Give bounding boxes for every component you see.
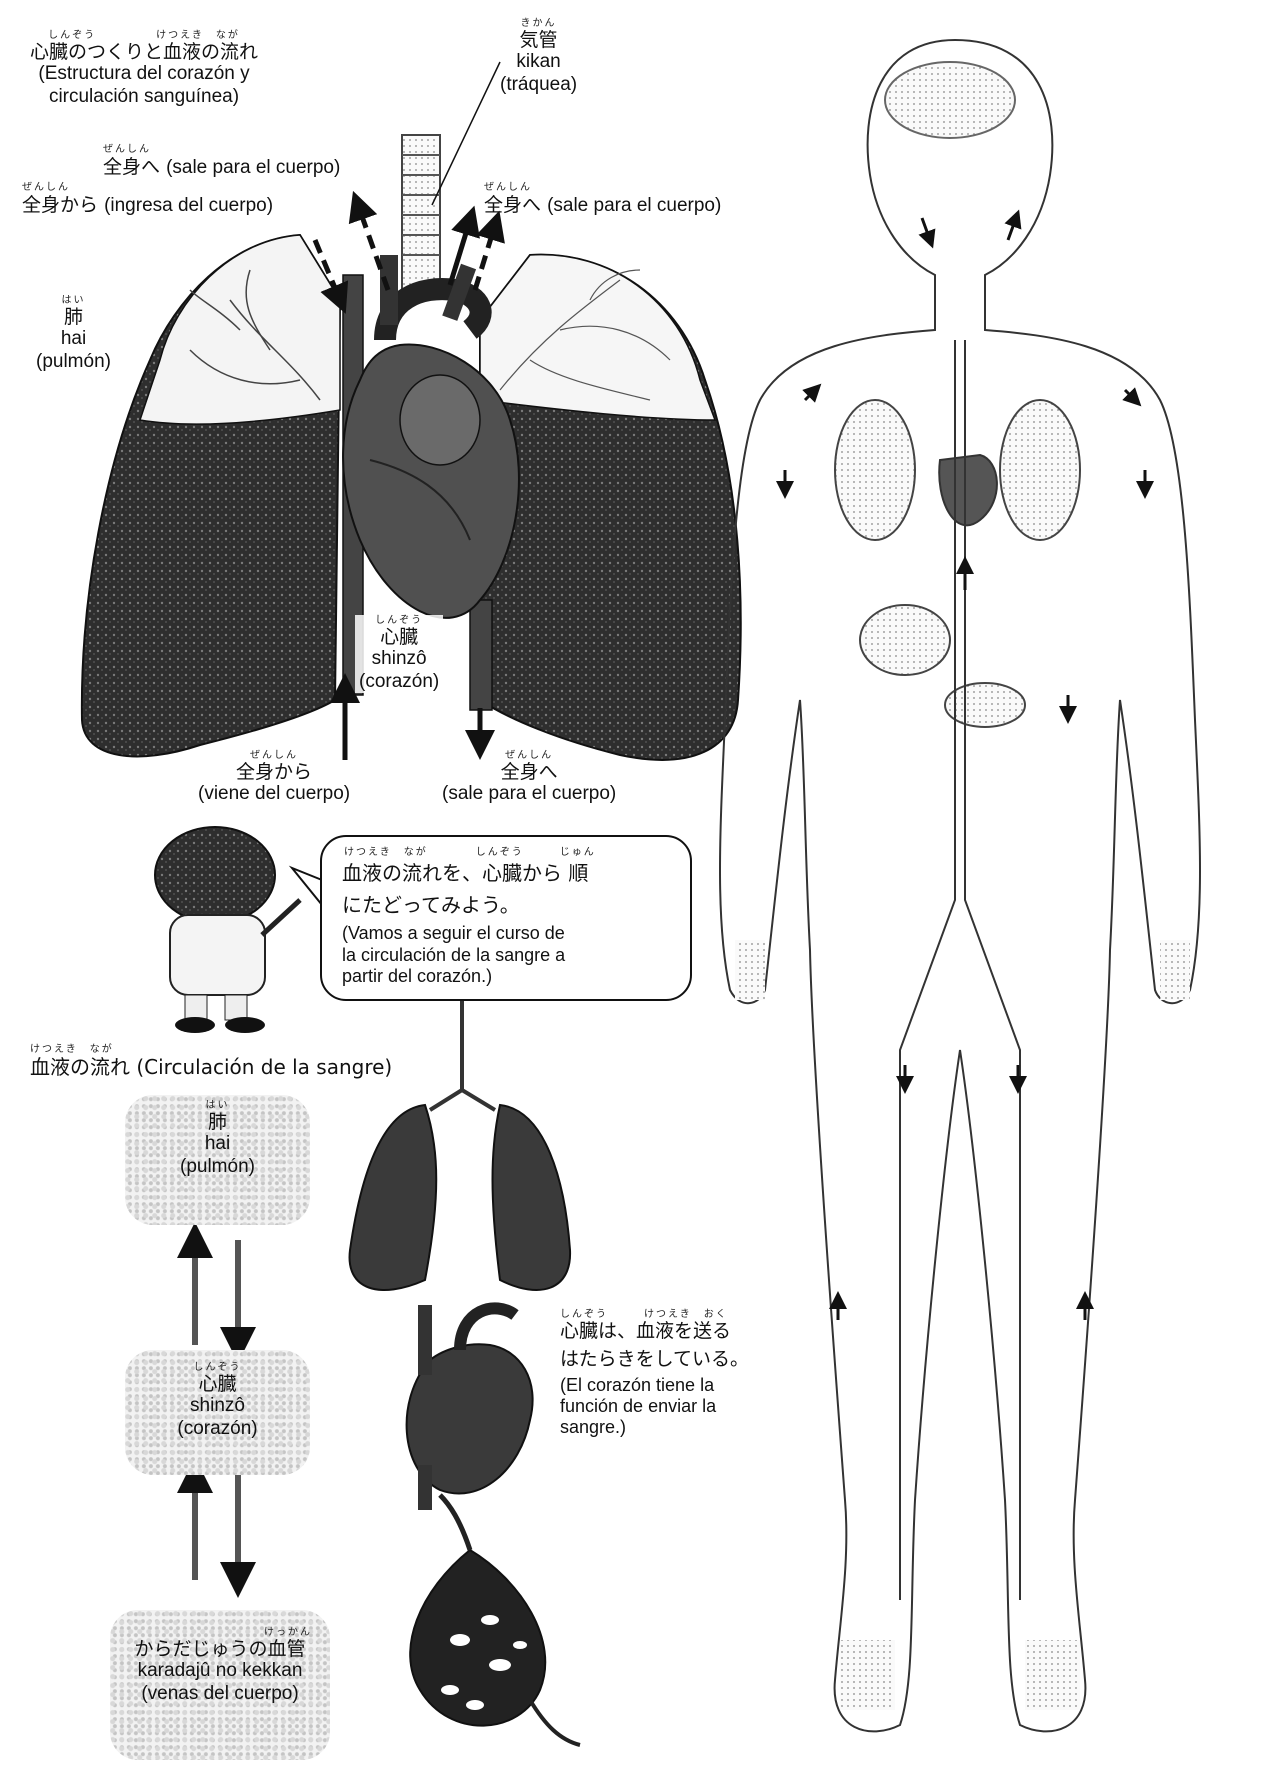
heart-es: (corazón) [359, 671, 439, 693]
body-out-bottom-jp: 全身へ [442, 761, 616, 783]
speech-bubble: けつえき なが しんぞう じゅん 血液の流れを、心臓から 順 にたどってみよう。… [320, 835, 692, 1001]
body-in-top-ruby: ぜんしん [22, 178, 70, 193]
trachea-es: (tráquea) [500, 74, 577, 96]
bubble-es: (Vamos a seguir el curso de la circulaci… [342, 923, 565, 988]
body-in-bottom-jp: 全身から [198, 761, 350, 783]
title-jp: 心臓のつくりと血液の流れ [30, 41, 258, 63]
lung-romaji: hai [36, 328, 111, 350]
flow-box-vessels-romaji: karadajû no kekkan [110, 1660, 330, 1682]
flow-box-lung-jp: 肺 [125, 1111, 310, 1133]
body-out-bottom-es: (sale para el cuerpo) [442, 783, 616, 805]
bubble-tail [292, 868, 322, 905]
flow-box-vessels-jp: からだじゅうの血管 [110, 1638, 330, 1660]
body-out-top-es: (sale para el cuerpo) [166, 157, 340, 178]
body-in-bottom-es: (viene del cuerpo) [198, 783, 350, 805]
lung-label: はい 肺 hai (pulmón) [36, 295, 111, 373]
trachea-jp: 気管 [500, 29, 577, 51]
heart-function-jp1: 心臓は、血液を送る [560, 1320, 749, 1342]
trachea-ruby: きかん [500, 18, 577, 29]
body-out-top-jp: 全身へ [103, 156, 160, 178]
capillary-network [410, 1495, 580, 1745]
heart-function-jp2: はたらきをしている。 [560, 1348, 749, 1370]
heart-function-es2: función de enviar la [560, 1396, 749, 1417]
flow-box-heart-es: (corazón) [125, 1418, 310, 1440]
body-out-bottom-label: ぜんしん 全身へ (sale para el cuerpo) [442, 750, 616, 806]
flow-title: 血液の流れ (Circulación de la sangre) [30, 1056, 392, 1080]
flow-box-lung: はい 肺 hai (pulmón) [125, 1100, 310, 1178]
bubble-es-line1: (Vamos a seguir el curso de [342, 923, 565, 945]
heart-function-text: 心臓は、血液を送る はたらきをしている。 (El corazón tiene l… [560, 1320, 749, 1439]
flow-box-heart-romaji: shinzô [125, 1395, 310, 1417]
body-out-right-label: 全身へ (sale para el cuerpo) [484, 194, 721, 217]
flow-box-lung-es: (pulmón) [125, 1156, 310, 1178]
body-in-top-label: 全身から (ingresa del cuerpo) [22, 194, 273, 217]
title-es-line1: (Estructura del corazón y [30, 63, 258, 85]
body-out-top-label: 全身へ (sale para el cuerpo) [103, 156, 340, 179]
body-out-right-ruby: ぜんしん [484, 178, 532, 193]
body-in-bottom-label: ぜんしん 全身から (viene del cuerpo) [198, 750, 350, 806]
flow-box-vessels-ruby: けっかん [110, 1627, 330, 1638]
flow-box-lung-ruby: はい [125, 1100, 310, 1111]
title-es-line2: circulación sanguínea) [30, 86, 258, 108]
diagram-title: しんぞう けつえき なが 心臓のつくりと血液の流れ (Estructura de… [30, 30, 258, 108]
heart-function-es3: sangre.) [560, 1417, 749, 1438]
bubble-ruby: けつえき なが しんぞう じゅん [344, 843, 596, 858]
flow-title-text: 血液の流れ (Circulación de la sangre) [30, 1056, 392, 1080]
heart-function-es1: (El corazón tiene la [560, 1375, 749, 1396]
heart-function-ruby: しんぞう けつえき おく [560, 1305, 728, 1320]
heart-jp: 心臓 [359, 626, 439, 648]
body-circulation-diagram [720, 40, 1200, 1731]
title-ruby: しんぞう けつえき なが [30, 30, 258, 41]
body-out-top-ruby: ぜんしん [103, 140, 151, 155]
bubble-jp-line2: にたどってみよう。 [342, 889, 520, 918]
body-out-bottom-ruby: ぜんしん [442, 750, 616, 761]
lung-jp: 肺 [36, 306, 111, 328]
trachea-romaji: kikan [500, 51, 577, 73]
body-in-top-jp: 全身から [22, 194, 98, 216]
doctor-character [155, 827, 300, 1033]
trachea-label: きかん 気管 kikan (tráquea) [500, 18, 577, 96]
body-in-bottom-ruby: ぜんしん [198, 750, 350, 761]
flow-box-lung-romaji: hai [125, 1133, 310, 1155]
small-heart [407, 1305, 533, 1510]
small-lungs [350, 1000, 571, 1290]
heart-label: しんぞう 心臓 shinzô (corazón) [355, 615, 443, 693]
flow-title-ruby: けつえき なが [30, 1040, 114, 1055]
heart-ruby: しんぞう [359, 615, 439, 626]
flow-box-vessels-es: (venas del cuerpo) [110, 1683, 330, 1705]
lung-ruby: はい [36, 295, 111, 306]
body-out-right-es: (sale para el cuerpo) [547, 195, 721, 216]
bubble-es-line3: partir del corazón.) [342, 966, 565, 988]
flow-box-vessels: けっかん からだじゅうの血管 karadajû no kekkan (venas… [110, 1627, 330, 1705]
flow-box-heart-jp: 心臓 [125, 1373, 310, 1395]
flow-box-heart-ruby: しんぞう [125, 1362, 310, 1373]
flow-box-heart: しんぞう 心臓 shinzô (corazón) [125, 1362, 310, 1440]
bubble-es-line2: la circulación de la sangre a [342, 945, 565, 967]
bubble-jp-line1: 血液の流れを、心臓から 順 [342, 857, 588, 886]
heart-romaji: shinzô [359, 648, 439, 670]
body-out-right-jp: 全身へ [484, 194, 541, 216]
body-in-top-es: (ingresa del cuerpo) [104, 195, 273, 216]
lung-es: (pulmón) [36, 351, 111, 373]
